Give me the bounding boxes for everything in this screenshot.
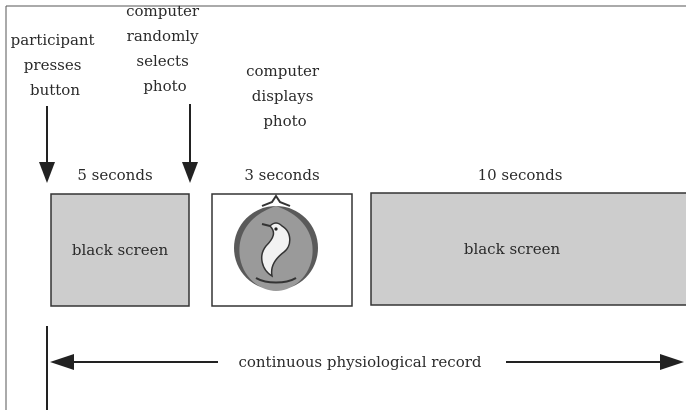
black-screen-label-3: black screen — [464, 240, 561, 258]
participant-label: participant presses button — [11, 31, 100, 99]
computer-selects-label: computer randomly selects photo — [126, 2, 204, 95]
participant-arrowhead — [39, 162, 55, 183]
black-screen-box-3 — [370, 192, 686, 306]
duration-3s: 3 seconds — [244, 166, 319, 184]
duration-5s: 5 seconds — [77, 166, 152, 184]
computer-selects-arrowhead — [182, 162, 198, 183]
duration-10s: 10 seconds — [478, 166, 563, 184]
swan-emblem-icon — [234, 194, 318, 291]
computer-displays-label: computer displays photo — [246, 62, 324, 130]
black-screen-box-1 — [50, 193, 190, 307]
timeline-left-arrowhead — [50, 354, 74, 370]
timeline-label: continuous physiological record — [238, 353, 481, 371]
timeline-right-arrowhead — [660, 354, 684, 370]
black-screen-label-1: black screen — [72, 241, 169, 259]
